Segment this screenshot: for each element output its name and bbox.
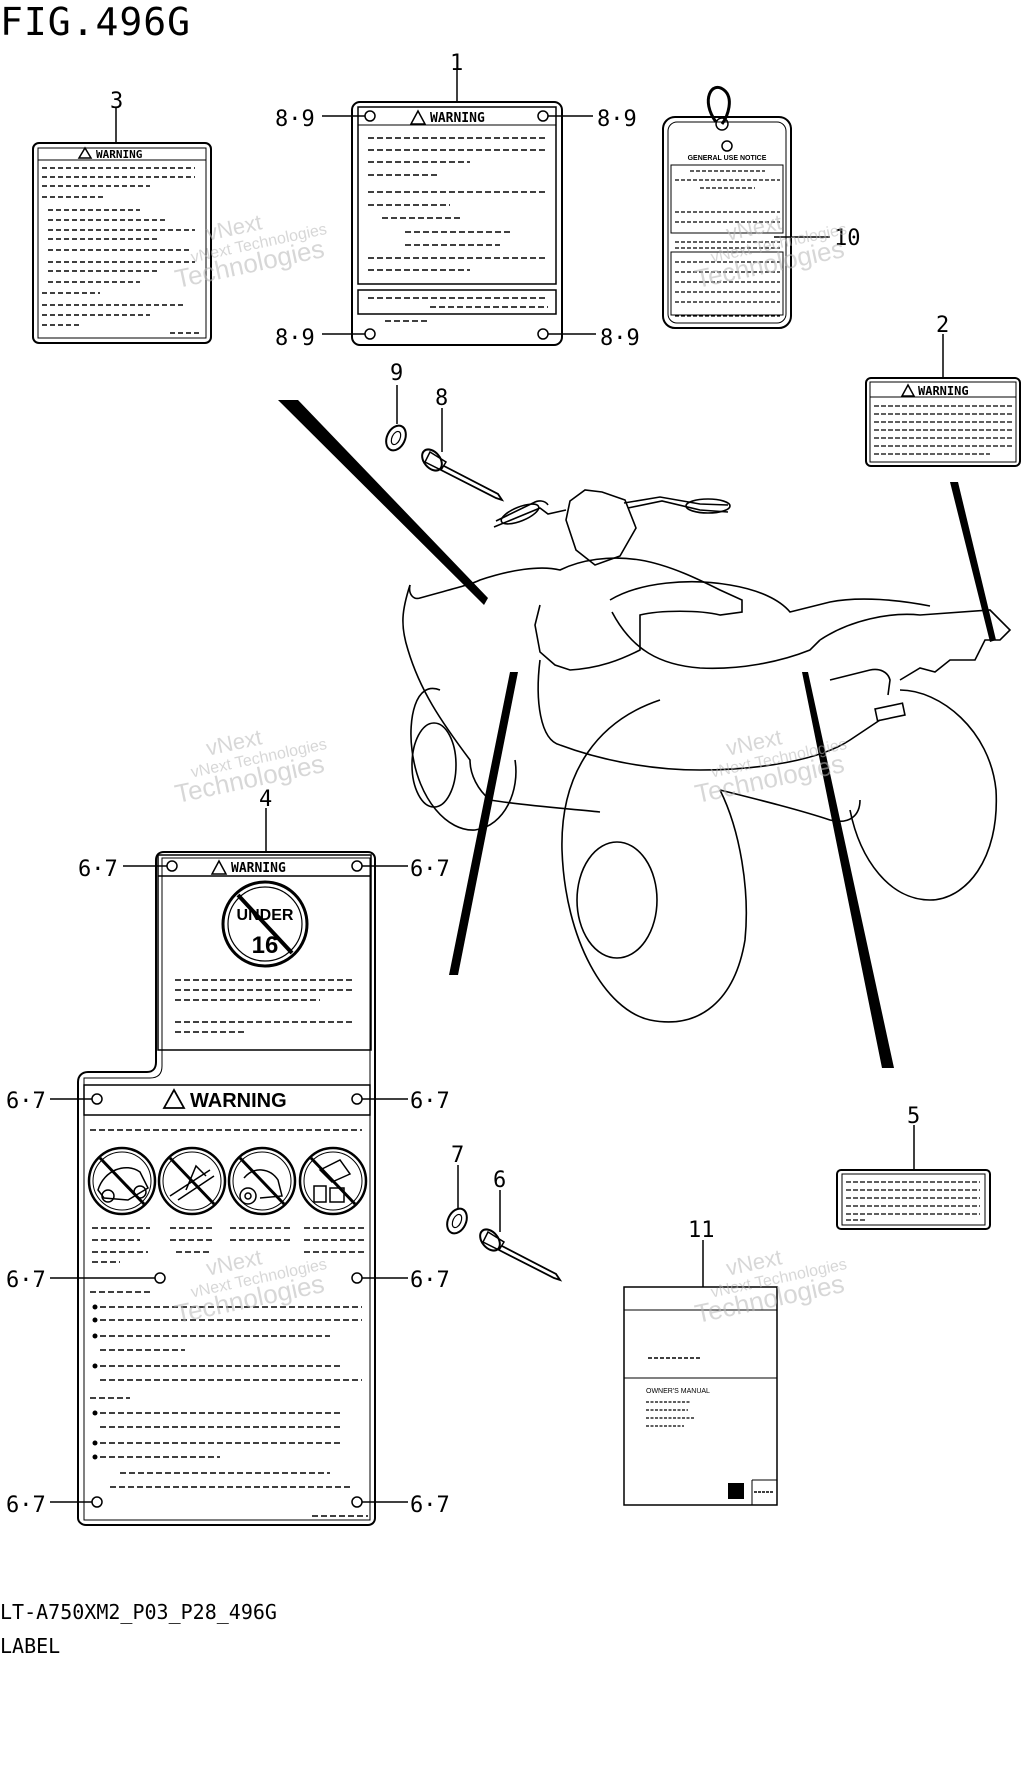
model-code: LT-A750XM2_P03_P28_496G [0, 1600, 277, 1624]
tag-heading: GENERAL USE NOTICE [688, 155, 767, 162]
callout-6-7-g: 6·7 [6, 1493, 46, 1518]
callout-4: 4 [259, 787, 272, 812]
callout-11: 11 [688, 1218, 715, 1243]
figure-title: FIG.496G [0, 0, 192, 44]
watermark: vNext vNext Technologies Technologies vN… [172, 209, 848, 1329]
label-1[interactable]: WARNING [351, 70, 563, 346]
label-4-main-warning-text: WARNING [190, 1090, 287, 1112]
rivet-6[interactable] [476, 1190, 563, 1282]
warning-triangle-icon [77, 146, 93, 159]
callout-1: 1 [450, 51, 463, 76]
label-4-top-warning-text: WARNING [231, 861, 286, 876]
callout-6-7-a: 6·7 [78, 857, 118, 882]
brand-logo-icon [728, 1483, 744, 1499]
callout-6-7-h: 6·7 [410, 1493, 450, 1518]
prohibition-pictograms [87, 1146, 368, 1216]
callout-6: 6 [493, 1168, 506, 1193]
callout-6-7-c: 6·7 [6, 1089, 46, 1114]
no-under-16-icon: UNDER 16 [221, 880, 309, 968]
label-3[interactable]: WARNING [32, 108, 212, 344]
callout-8-9-top-left: 8·9 [275, 107, 315, 132]
callout-6-7-d: 6·7 [410, 1089, 450, 1114]
leader-spikes [278, 400, 996, 1068]
owners-manual-11[interactable]: OWNER'S MANUAL [623, 1240, 778, 1506]
under-text: UNDER [237, 907, 294, 924]
callout-7: 7 [451, 1143, 464, 1168]
label-3-warning-text: WARNING [96, 148, 143, 161]
callout-3: 3 [110, 89, 123, 114]
callout-2: 2 [936, 313, 949, 338]
label-1-warning-text: WARNING [430, 111, 485, 126]
callout-10: 10 [834, 226, 861, 251]
label-10-hang-tag[interactable]: GENERAL USE NOTICE [662, 85, 830, 329]
warning-triangle-icon [900, 383, 916, 397]
group-name: LABEL [0, 1634, 61, 1658]
callout-9: 9 [390, 361, 403, 386]
label-4[interactable]: WARNING UNDER 16 WARNING [77, 808, 376, 1526]
callout-8-9-top-right: 8·9 [597, 107, 637, 132]
owners-manual-title: OWNER'S MANUAL [646, 1388, 710, 1395]
washer-7[interactable] [443, 1165, 470, 1237]
callout-8: 8 [435, 386, 448, 411]
callout-6-7-e: 6·7 [6, 1268, 46, 1293]
age-16-text: 16 [252, 932, 279, 959]
washer-9[interactable] [382, 385, 409, 454]
atv-vehicle-illustration [402, 489, 1012, 1023]
label-2[interactable]: WARNING [865, 334, 1021, 467]
label-2-warning-text: WARNING [918, 384, 969, 398]
rivet-8[interactable] [418, 408, 505, 502]
callout-6-7-b: 6·7 [410, 857, 450, 882]
callout-8-9-bottom-right: 8·9 [600, 326, 640, 351]
warning-triangle-icon [409, 109, 427, 125]
warning-triangle-icon [210, 859, 228, 875]
callout-6-7-f: 6·7 [410, 1268, 450, 1293]
callout-8-9-bottom-left: 8·9 [275, 326, 315, 351]
label-5[interactable] [836, 1125, 991, 1230]
callout-5: 5 [907, 1104, 920, 1129]
warning-triangle-icon [162, 1088, 186, 1109]
